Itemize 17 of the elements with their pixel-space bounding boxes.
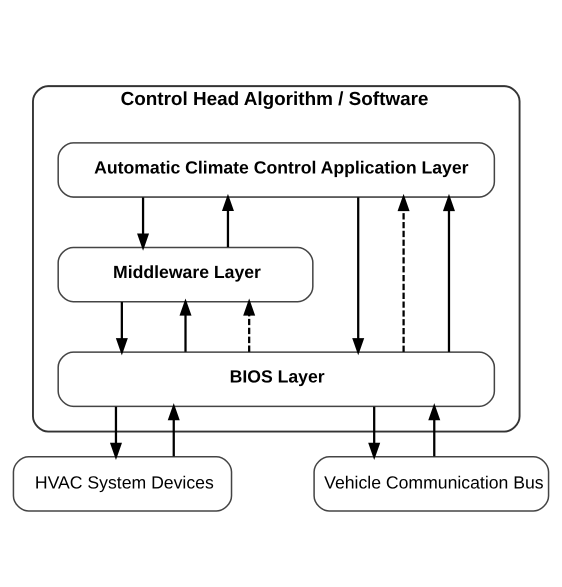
node-box: Middleware Layer (57, 246, 314, 302)
arrow (352, 197, 364, 356)
arrow (222, 194, 234, 248)
arrow (168, 403, 180, 456)
arrow (243, 298, 256, 352)
arrow (180, 298, 192, 352)
arrow (428, 403, 440, 456)
arrow (110, 406, 122, 460)
arrow (137, 197, 150, 251)
node-box: Vehicle Communication Bus (313, 456, 550, 512)
node-box: HVAC System Devices (12, 456, 232, 512)
arrow (116, 302, 128, 356)
arrow (442, 194, 455, 352)
arrow (398, 194, 410, 352)
node-box: Automatic Climate Control Application Layer (57, 142, 496, 198)
node-box: BIOS Layer (57, 351, 496, 408)
arrow (368, 406, 380, 460)
